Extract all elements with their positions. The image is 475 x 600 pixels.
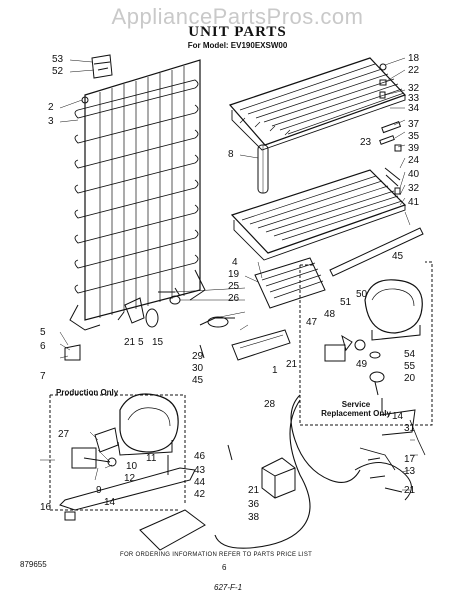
condenser-coil	[69, 59, 206, 331]
drain-heater-coil	[254, 257, 326, 309]
callout-24: 24	[408, 155, 420, 166]
callout-55: 55	[404, 361, 416, 372]
service-compressor	[324, 279, 423, 396]
defrost-thermostat	[199, 316, 235, 359]
callout-13: 13	[404, 466, 416, 477]
callout-22: 22	[408, 65, 420, 76]
callout-20: 20	[404, 373, 416, 384]
production-compressor	[71, 393, 179, 469]
callout-21-left: 21	[124, 337, 136, 348]
callout-43: 43	[194, 465, 206, 476]
callout-36: 36	[248, 499, 260, 510]
lower-evaporator-shelf	[230, 169, 407, 261]
clip	[169, 295, 181, 305]
clip-31	[379, 409, 416, 436]
callout-10: 10	[126, 461, 138, 472]
callout-46: 46	[194, 451, 206, 462]
callout-51: 51	[340, 297, 352, 308]
callout-52: 52	[52, 66, 64, 77]
callout-30: 30	[192, 363, 204, 374]
mounting-bracket	[231, 329, 291, 361]
watermark: AppliancePartsPros.com	[111, 4, 364, 29]
callout-12: 12	[124, 473, 136, 484]
callout-47: 47	[306, 317, 318, 328]
callout-45-right: 45	[392, 251, 404, 262]
callout-37: 37	[408, 119, 420, 130]
callout-2: 2	[48, 102, 54, 113]
upper-evaporator-shelf	[228, 57, 407, 151]
callout-31: 31	[404, 423, 416, 434]
callout-1: 1	[272, 365, 278, 376]
screw	[158, 287, 181, 297]
callout-32-lower: 32	[408, 183, 420, 194]
page-number: 6	[222, 563, 227, 572]
callout-54: 54	[404, 349, 416, 360]
production-only-box	[49, 394, 186, 511]
callout-33: 33	[408, 93, 420, 104]
callout-11: 11	[146, 453, 157, 464]
wire-terminals	[367, 457, 403, 493]
ordering-note: FOR ORDERING INFORMATION REFER TO PARTS …	[120, 552, 313, 558]
callout-53: 53	[52, 54, 64, 65]
callout-6: 6	[40, 341, 46, 352]
diagram-title: UNIT PARTS	[188, 24, 287, 40]
production-only-label: Production Only	[56, 388, 119, 397]
vertical-tube	[257, 144, 269, 194]
screw-46	[227, 444, 233, 461]
service-replacement-box	[299, 261, 433, 426]
callout-21-right: 21	[404, 485, 416, 496]
callout-3: 3	[48, 116, 54, 127]
callout-27: 27	[58, 429, 70, 440]
callout-39: 39	[408, 143, 420, 154]
coil-bracket	[91, 54, 113, 79]
callout-21-bottom: 21	[248, 485, 260, 496]
callout-28: 28	[264, 399, 276, 410]
callout-32-top: 32	[408, 83, 420, 94]
page-ref: 627-F-1	[214, 583, 243, 592]
callout-34: 34	[408, 103, 420, 114]
callout-48: 48	[324, 309, 336, 320]
callout-44: 44	[194, 477, 206, 488]
base-pan	[59, 467, 206, 551]
relay-parts	[117, 297, 159, 328]
callout-45-mid: 45	[192, 375, 204, 386]
junction-box	[261, 457, 296, 499]
callout-5-mid: 5	[138, 337, 144, 348]
service-replacement-label: Service Replacement Only	[321, 400, 391, 418]
refrigerant-tubing	[214, 394, 426, 549]
callout-26: 26	[228, 293, 240, 304]
suction-tube	[329, 227, 424, 277]
callout-14-right: 14	[392, 411, 404, 422]
callout-38: 38	[248, 512, 260, 523]
callout-23: 23	[360, 137, 372, 148]
doc-code: 879655	[20, 560, 47, 569]
callout-14-left: 14	[104, 497, 116, 508]
callout-18: 18	[408, 53, 420, 64]
callout-50: 50	[356, 289, 368, 300]
callout-5-left: 5	[40, 327, 46, 338]
callout-15: 15	[152, 337, 164, 348]
callout-9: 9	[96, 485, 102, 496]
callout-16: 16	[40, 502, 52, 513]
leader-lines	[40, 57, 418, 491]
callout-4: 4	[232, 257, 238, 268]
clamp-6	[64, 344, 81, 361]
callout-25: 25	[228, 281, 240, 292]
callout-49: 49	[356, 359, 368, 370]
callout-29: 29	[192, 351, 204, 362]
callout-8: 8	[228, 149, 234, 160]
callout-42: 42	[194, 489, 206, 500]
model-line: For Model: EV190EXSW00	[187, 41, 288, 50]
screw-16	[64, 511, 76, 521]
callout-40: 40	[408, 169, 420, 180]
callout-7: 7	[40, 371, 46, 382]
callout-17: 17	[404, 454, 416, 465]
callout-19: 19	[228, 269, 240, 280]
callout-21-mid: 21	[286, 359, 298, 370]
shelf-clips	[379, 63, 402, 195]
callout-35: 35	[408, 131, 420, 142]
callout-41: 41	[408, 197, 420, 208]
